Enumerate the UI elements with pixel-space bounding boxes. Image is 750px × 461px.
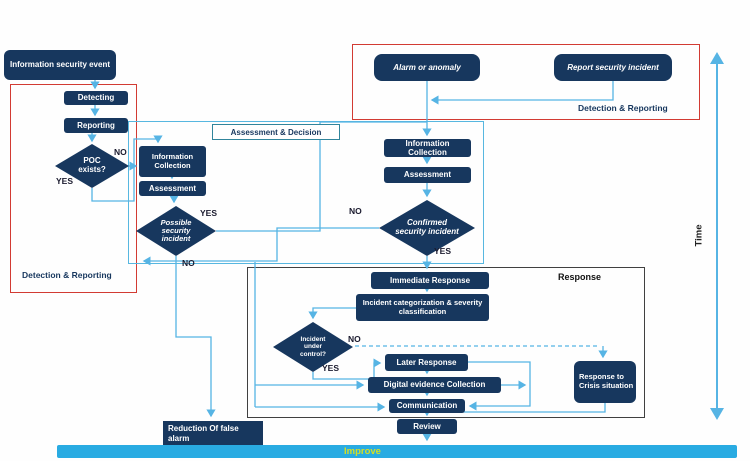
- detection-reporting-left-frame: [10, 84, 137, 293]
- under-control-yes-label: YES: [322, 363, 340, 373]
- node-assessment-left: Assessment: [139, 181, 206, 196]
- detection-reporting-left-label: Detection & Reporting: [22, 270, 112, 280]
- assessment-decision-frame: [128, 121, 484, 264]
- poc-no-label: NO: [114, 147, 127, 157]
- node-response-to-crisis: Response to Crisis situation: [574, 361, 636, 403]
- response-label: Response: [558, 272, 602, 282]
- node-reporting: Reporting: [64, 118, 128, 133]
- detection-reporting-right-frame: [352, 44, 700, 120]
- confirmed-no-label: NO: [349, 206, 362, 216]
- node-report-security-incident: Report security incident: [554, 54, 672, 81]
- response-frame: [247, 267, 645, 418]
- node-digital-evidence-collection: Digital evidence Collection: [368, 377, 501, 393]
- possible-no-label: NO: [182, 258, 195, 268]
- node-immediate-response: Immediate Response: [371, 272, 489, 289]
- node-information-collection-left: Information Collection: [139, 146, 206, 177]
- node-alarm-or-anomaly: Alarm or anomaly: [374, 54, 480, 81]
- node-information-collection-right: Information Collection: [384, 139, 471, 157]
- improve-bar: Improve: [57, 445, 737, 458]
- poc-yes-label: YES: [56, 176, 74, 186]
- node-incident-categorization: Incident categorization & severity class…: [356, 294, 489, 321]
- improve-label: Improve: [344, 446, 381, 457]
- time-axis-label: Time: [693, 224, 705, 247]
- confirmed-yes-label: YES: [434, 246, 452, 256]
- node-reduction-of-false-alarm: Reduction Of false alarm: [163, 421, 263, 446]
- node-review: Review: [397, 419, 457, 434]
- possible-yes-label: YES: [200, 208, 218, 218]
- node-later-response: Later Response: [385, 354, 468, 371]
- node-detecting: Detecting: [64, 91, 128, 105]
- node-information-security-event: Information security event: [4, 50, 116, 80]
- detection-reporting-right-label: Detection & Reporting: [578, 103, 668, 113]
- node-assessment-right: Assessment: [384, 167, 471, 183]
- node-communication: Communication: [389, 399, 465, 413]
- under-control-no-label: NO: [348, 334, 361, 344]
- assessment-decision-label: Assessment & Decision: [212, 124, 340, 140]
